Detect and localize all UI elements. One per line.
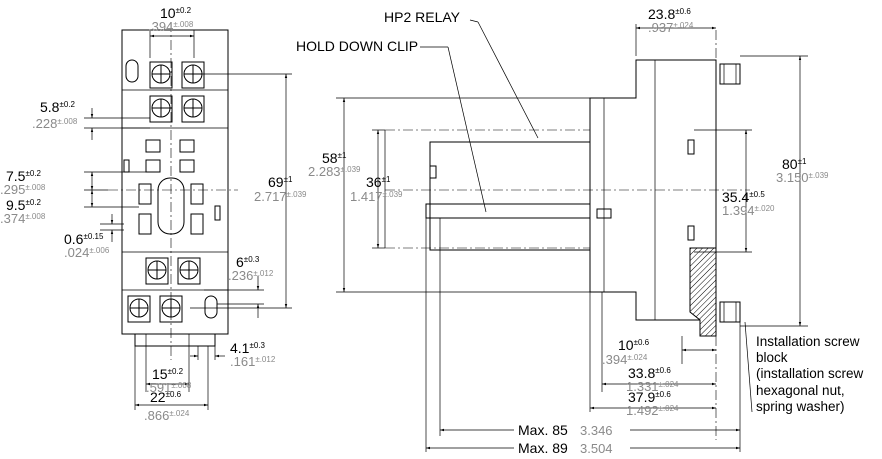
dim-0-6-mm: 0.6±0.15 bbox=[64, 231, 104, 247]
dim-max85-in: 3.346 bbox=[580, 423, 613, 438]
dim-max85-label: Max. 85 bbox=[518, 422, 568, 438]
hold-down-clip-label: HOLD DOWN CLIP bbox=[296, 38, 418, 54]
dim-36-in: 1.417±.039 bbox=[350, 189, 403, 204]
socket-top-view bbox=[108, 22, 238, 360]
dim-36-mm: 36±1 bbox=[366, 174, 391, 190]
install-note-line-1: Installation screw bbox=[756, 334, 860, 349]
dim-33-8-in: 1.331±.024 bbox=[626, 379, 679, 394]
dim-9-5-in: .374±.008 bbox=[0, 211, 46, 226]
install-note-line-2: block bbox=[756, 350, 788, 365]
top-terminal-row-1 bbox=[149, 61, 205, 89]
dim-33-8-mm: 33.8±0.6 bbox=[628, 365, 671, 381]
dim-22-mm: 22±0.6 bbox=[150, 389, 182, 405]
dim-15-in: .591±.008 bbox=[146, 380, 192, 395]
install-note-line-5: spring washer) bbox=[756, 399, 845, 414]
dim-6-mm: 6±0.3 bbox=[236, 254, 260, 270]
dim-69-in: 2.717±.039 bbox=[254, 189, 307, 204]
dim-4-1-mm: 4.1±0.3 bbox=[230, 340, 266, 356]
dim-10-in: .394±.008 bbox=[148, 19, 194, 34]
left-dimension-lines bbox=[84, 30, 292, 410]
dim-10-right-in: .394±.024 bbox=[602, 352, 648, 367]
dim-80-mm: 80±1 bbox=[782, 156, 807, 172]
dim-37-9-in: 1.492±.024 bbox=[626, 403, 679, 418]
dim-22-in: .866±.024 bbox=[144, 408, 190, 423]
dim-58-mm: 58±1 bbox=[322, 150, 347, 166]
dim-5-8-in: .228±.008 bbox=[32, 116, 78, 131]
dim-23-8-in: .937±.024 bbox=[648, 20, 694, 35]
hp2-relay-label: HP2 RELAY bbox=[384, 9, 461, 25]
dim-9-5-mm: 9.5±0.2 bbox=[6, 197, 42, 213]
dim-80-in: 3.150±.039 bbox=[776, 170, 829, 185]
dim-23-8-mm: 23.8±0.6 bbox=[648, 6, 691, 22]
dim-4-1-in: .161±.012 bbox=[230, 354, 276, 369]
dim-35-4-in: 1.394±.020 bbox=[722, 203, 775, 218]
dim-35-4-mm: 35.4±0.5 bbox=[722, 189, 765, 205]
dim-7-5-mm: 7.5±0.2 bbox=[6, 168, 42, 184]
dim-15-mm: 15±0.2 bbox=[152, 366, 184, 382]
right-dimension-lines bbox=[336, 19, 808, 452]
bottom-terminal-row-2 bbox=[127, 295, 183, 323]
socket-side-view bbox=[384, 30, 750, 440]
dim-6-in: .236±.012 bbox=[228, 268, 274, 283]
dim-37-9-mm: 37.9±0.6 bbox=[628, 389, 671, 405]
top-terminal-row-2 bbox=[149, 95, 205, 123]
dim-58-in: 2.283±.039 bbox=[308, 164, 361, 179]
bottom-terminal-row-1 bbox=[145, 257, 201, 285]
contact-openings bbox=[123, 139, 221, 235]
dim-10-mm: 10±0.2 bbox=[160, 5, 192, 21]
dim-0-6-in: .024±.006 bbox=[64, 245, 110, 260]
dim-max89-label: Max. 89 bbox=[518, 440, 568, 456]
dim-7-5-in: .295±.008 bbox=[0, 182, 46, 197]
install-note-line-4: hexagonal nut, bbox=[756, 383, 845, 398]
install-note-line-3: (installation screw bbox=[756, 366, 864, 381]
dim-5-8-mm: 5.8±0.2 bbox=[40, 99, 76, 115]
dim-10-right-mm: 10±0.6 bbox=[618, 337, 650, 353]
dim-69-mm: 69±1 bbox=[268, 174, 293, 190]
dim-max89-in: 3.504 bbox=[580, 441, 613, 456]
dimension-texts: 10±0.2 .394±.008 5.8±0.2 .228±.008 7.5±0… bbox=[0, 5, 864, 456]
